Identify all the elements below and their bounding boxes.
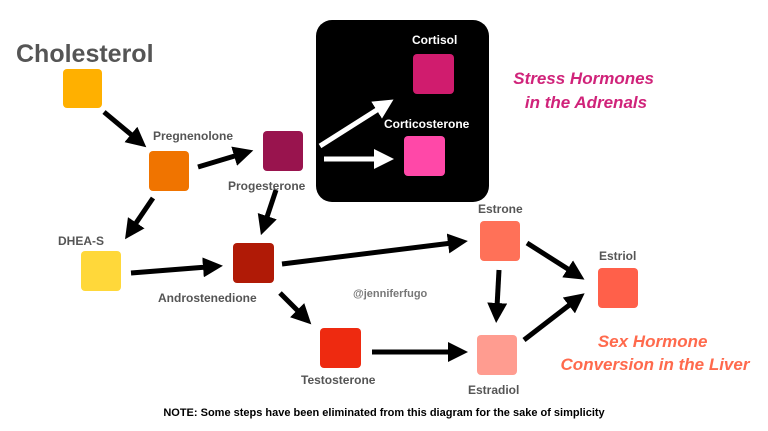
adrenals-caption-line1: Stress Hormones	[513, 69, 654, 88]
liver-caption-line2: Conversion in the Liver	[561, 355, 751, 374]
estradiol-label: Estradiol	[468, 383, 519, 397]
estrone-node	[480, 221, 520, 261]
cholesterol-title: Cholesterol	[16, 40, 154, 68]
androstenedione-node	[233, 243, 274, 283]
arrow-cholesterol-to-pregnenolone	[102, 110, 147, 148]
estriol-node	[598, 268, 638, 308]
cortisol-node	[413, 54, 454, 94]
adrenals-caption: Stress Hormones in the Adrenals	[513, 69, 659, 112]
cholesterol-node	[63, 69, 102, 108]
estriol-label: Estriol	[599, 249, 636, 263]
arrow-estrone-to-estradiol	[487, 269, 508, 323]
dhea-s-label: DHEA-S	[58, 234, 104, 248]
corticosterone-label: Corticosterone	[384, 117, 470, 131]
pregnenolone-node	[149, 151, 189, 191]
arrow-estradiol-to-estriol	[522, 293, 585, 342]
progesterone-node	[263, 131, 303, 171]
corticosterone-node	[404, 136, 445, 176]
progesterone-label: Progesterone	[228, 179, 306, 193]
testosterone-node	[320, 328, 361, 368]
arrow-progesterone-to-androstenedione	[257, 189, 279, 236]
arrow-estrone-to-estriol	[525, 240, 585, 280]
arrow-pregnenolone-to-dhea-s	[125, 196, 156, 240]
arrow-progesterone-to-cortisol	[318, 99, 394, 149]
adrenals-region-box	[316, 20, 489, 202]
arrow-androstenedione-to-estrone	[281, 233, 468, 267]
pregnenolone-label: Pregnenolone	[153, 129, 233, 143]
watermark: @jenniferfugo	[353, 288, 428, 300]
arrow-dhea-s-to-androstenedione	[130, 257, 223, 278]
cortisol-label: Cortisol	[412, 33, 457, 47]
estradiol-node	[477, 335, 517, 375]
liver-caption: Sex Hormone Conversion in the Liver	[561, 332, 751, 374]
liver-caption-line1: Sex Hormone	[598, 332, 708, 351]
arrow-androstenedione-to-testosterone	[278, 291, 312, 325]
arrow-pregnenolone-to-progesterone	[197, 146, 254, 170]
androstenedione-label: Androstenedione	[158, 291, 257, 305]
footnote: NOTE: Some steps have been eliminated fr…	[163, 407, 605, 419]
dhea-s-node	[81, 251, 121, 291]
testosterone-label: Testosterone	[301, 373, 376, 387]
adrenals-caption-line2: in the Adrenals	[525, 93, 647, 112]
estrone-label: Estrone	[478, 202, 523, 216]
